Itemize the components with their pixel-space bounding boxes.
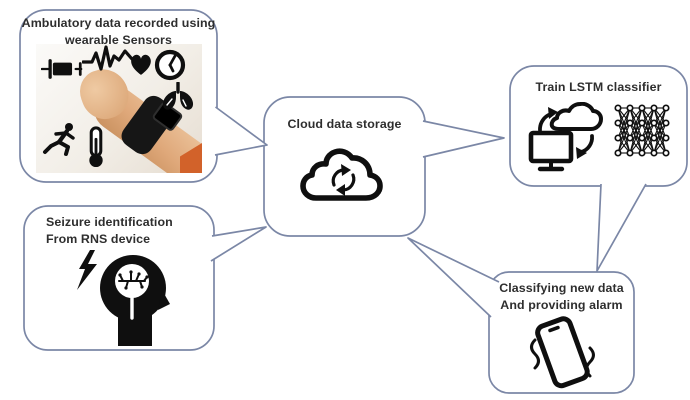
- tail-classify-to-cloud: [407, 237, 500, 318]
- node-cloud-storage: Cloud data storage: [264, 97, 425, 236]
- thermometer-icon: [89, 126, 103, 168]
- lstm-label-line1: Train LSTM classifier: [535, 80, 662, 94]
- lstm-label: Train LSTM classifier: [510, 79, 687, 96]
- node-classify-alarm: Classifying new data And providing alarm: [489, 272, 634, 393]
- tail-wearable-to-cloud: [214, 106, 268, 156]
- lightning-bolt-icon: [77, 250, 97, 290]
- heart-icon: [131, 54, 151, 75]
- classify-label: Classifying new data And providing alarm: [489, 280, 634, 313]
- wearable-label: Ambulatory data recorded using wearable …: [20, 15, 217, 48]
- node-train-lstm: Train LSTM classifier: [510, 66, 687, 186]
- tail-cloud-to-lstm: [422, 120, 505, 158]
- wearable-label-line2: wearable Sensors: [65, 32, 172, 47]
- cloud-label: Cloud data storage: [264, 116, 425, 133]
- wrist-wearable-photo: [36, 44, 202, 173]
- ecg-wave-icon: [82, 45, 134, 71]
- runner-icon: [43, 123, 75, 156]
- syringe-icon: [41, 59, 83, 79]
- cloud-sync-icon: [299, 148, 383, 201]
- node-wearable-sensors: Ambulatory data recorded using wearable …: [20, 10, 217, 182]
- head-brain-icon: [100, 255, 170, 346]
- vibrating-phone-icon: [529, 316, 595, 389]
- neural-network-icon: [613, 104, 670, 157]
- classify-label-line1: Classifying new data: [499, 281, 624, 295]
- tail-lstm-to-classify: [596, 183, 647, 272]
- computer-cloud-sync-icon: [528, 102, 603, 172]
- lungs-icon: [162, 82, 194, 110]
- node-seizure-rns: Seizure identification From RNS device: [24, 206, 214, 350]
- clock-icon: [154, 49, 186, 81]
- cloud-label-line1: Cloud data storage: [287, 117, 402, 131]
- seizure-label: Seizure identification From RNS device: [46, 214, 200, 247]
- wearable-label-line1: Ambulatory data recorded using: [21, 16, 216, 30]
- seizure-label-line1: Seizure identification: [46, 215, 173, 229]
- classify-label-line2: And providing alarm: [500, 297, 623, 312]
- seizure-label-line2: From RNS device: [46, 231, 151, 246]
- tail-seizure-to-cloud: [210, 226, 267, 262]
